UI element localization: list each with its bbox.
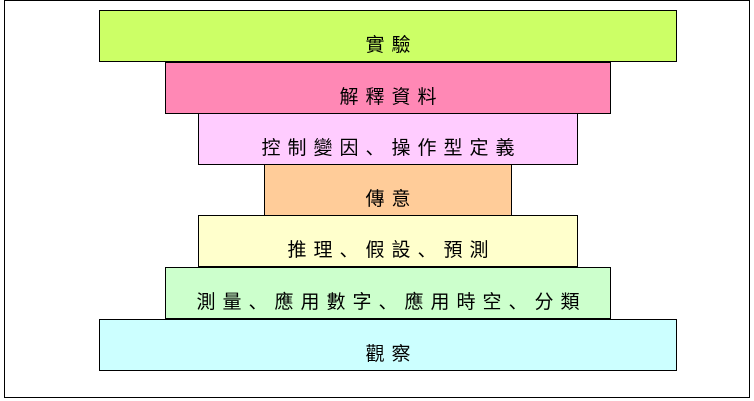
layer-control-variables-label: 控制變因、操作型定義: [261, 137, 522, 159]
layer-interpret-data-label: 解釋資料: [339, 86, 444, 108]
layer-control-variables: 控制變因、操作型定義: [198, 113, 578, 165]
layer-observe-label: 觀察: [365, 343, 418, 365]
layer-communicate: 傳意: [264, 164, 512, 216]
layer-measure-classify-label: 測量、應用數字、應用時空、分類: [196, 291, 587, 313]
layer-infer-hypothesize-predict-label: 推理、假設、預測: [287, 239, 496, 261]
layer-observe: 觀察: [99, 319, 677, 371]
layer-experiment-label: 實驗: [365, 34, 418, 56]
layer-infer-hypothesize-predict: 推理、假設、預測: [198, 215, 578, 267]
layer-communicate-label: 傳意: [365, 188, 418, 210]
layer-experiment: 實驗: [99, 10, 677, 62]
layer-interpret-data: 解釋資料: [165, 62, 611, 114]
layer-measure-classify: 測量、應用數字、應用時空、分類: [165, 267, 611, 319]
